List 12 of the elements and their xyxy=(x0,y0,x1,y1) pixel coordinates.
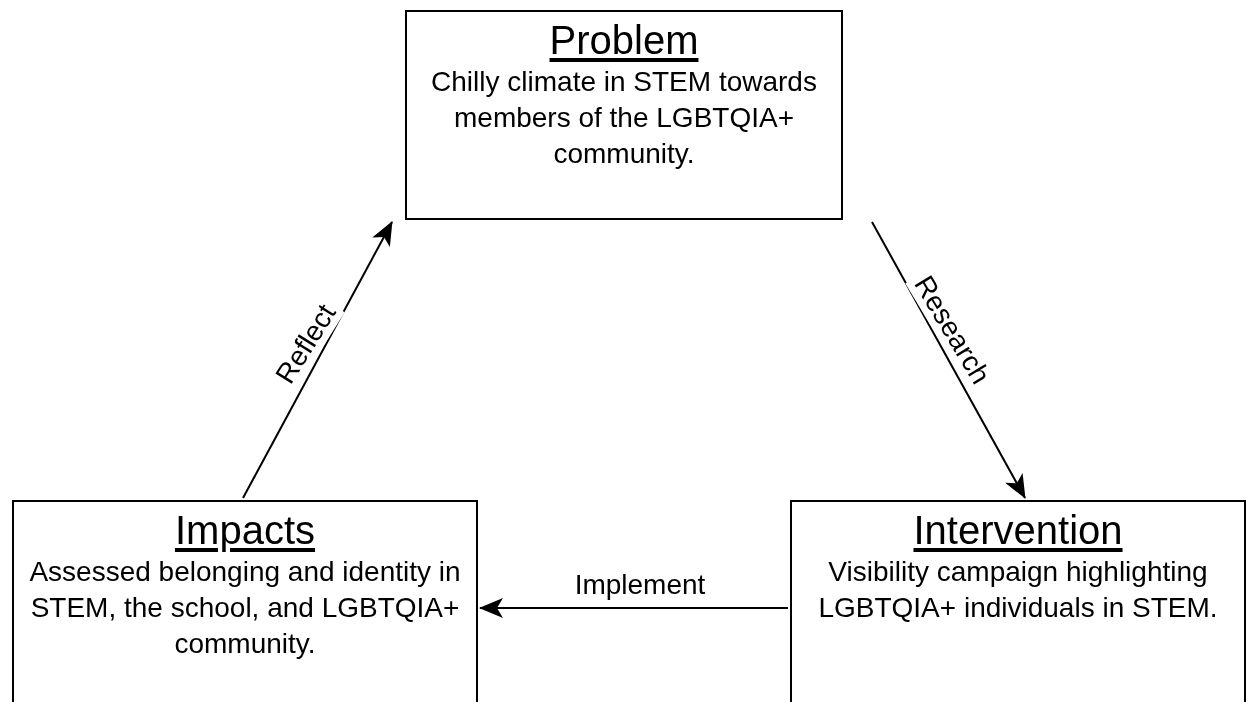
box-text: Visibility campaign highlighting LGBTQIA+ individuals in STEM. xyxy=(817,555,1219,625)
arrow xyxy=(871,221,1026,499)
process-box xyxy=(405,10,843,220)
arrow xyxy=(479,598,789,618)
process-box xyxy=(12,500,478,702)
box-heading: Problem xyxy=(549,17,699,64)
arrow xyxy=(242,221,393,499)
box-text: Assessed belonging and identity in STEM, the school, and LGBTQIA+ community. xyxy=(28,555,462,661)
box-text: Chilly climate in STEM towards members of the LGBTQIA+ community. xyxy=(430,65,818,171)
box-heading: Impacts xyxy=(174,507,315,554)
box-heading: Intervention xyxy=(913,507,1123,554)
process-box xyxy=(790,500,1246,702)
